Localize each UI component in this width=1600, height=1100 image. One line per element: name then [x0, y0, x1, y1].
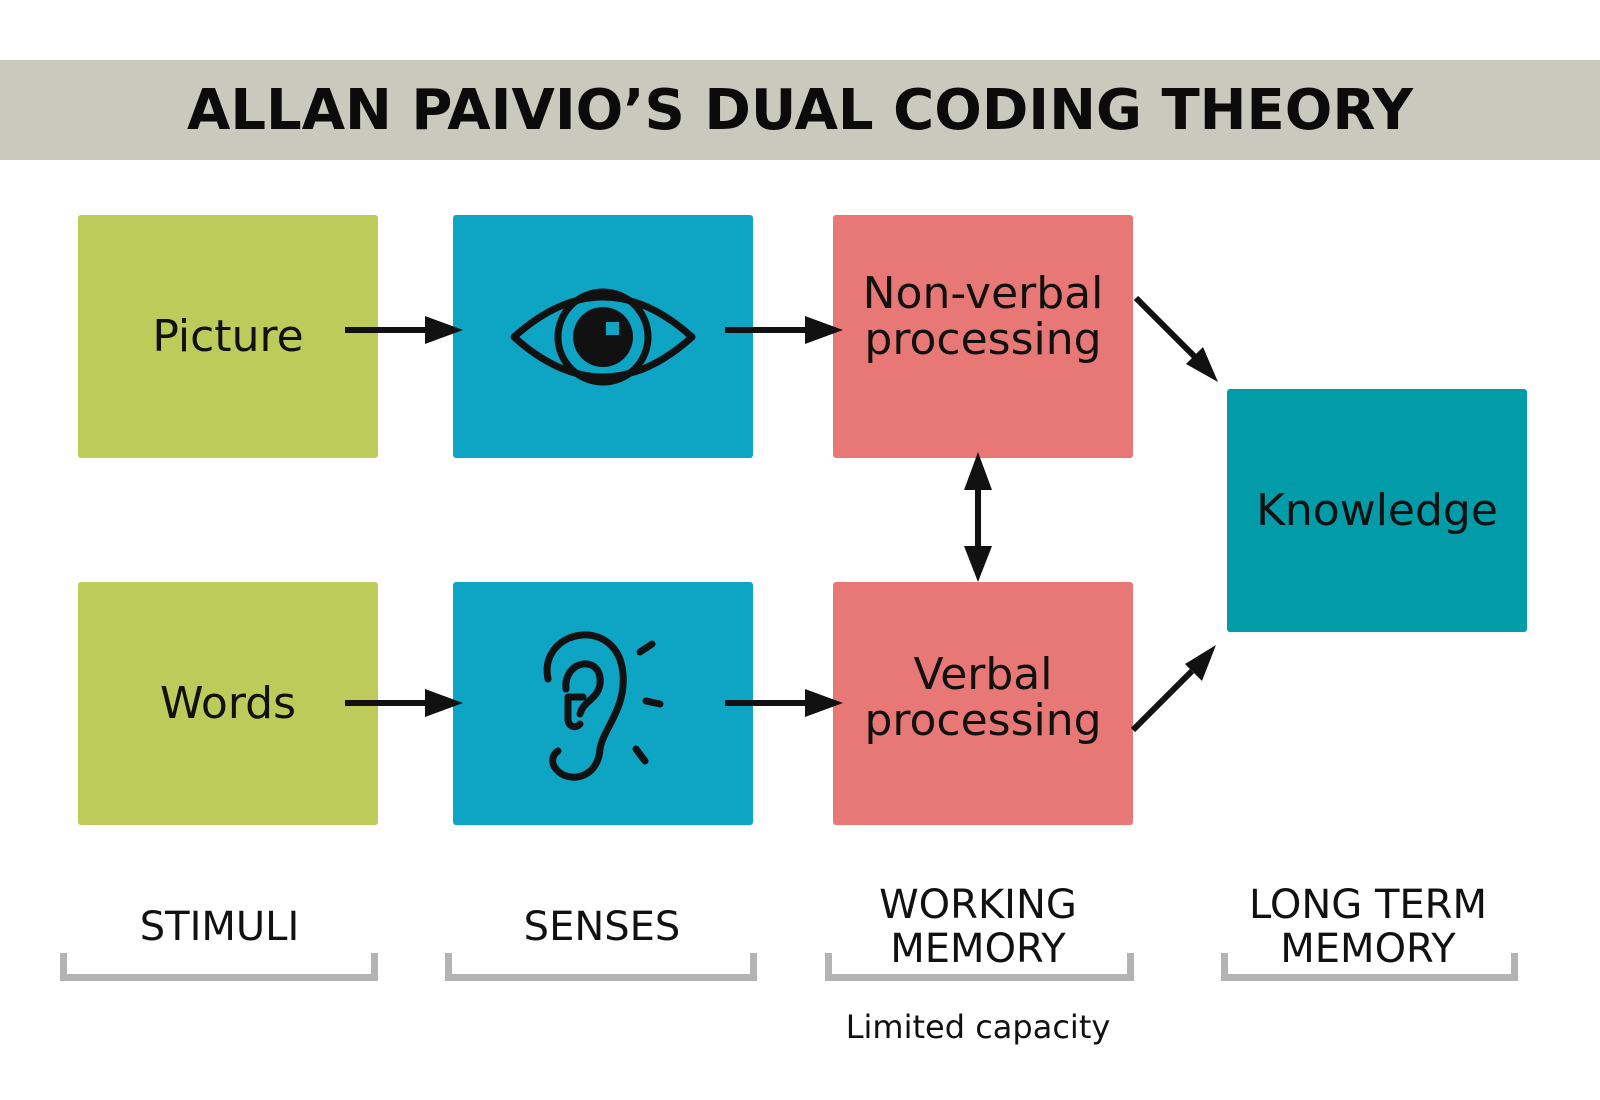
bracket-stimuli	[60, 953, 378, 981]
working-memory-line-2: MEMORY	[890, 926, 1066, 972]
stimulus-picture-label: Picture	[152, 310, 304, 362]
nonverbal-processing-label: Non-verbal processing	[863, 271, 1104, 363]
stimulus-words-label: Words	[159, 677, 297, 729]
diagram-title: ALLAN PAIVIO’S DUAL CODING THEORY	[186, 77, 1413, 143]
bracket-working-memory	[825, 953, 1134, 981]
sense-eye-box	[453, 215, 753, 458]
arrow-nonverbal-to-knowledge	[1133, 295, 1218, 382]
long-term-memory-line-2: MEMORY	[1280, 926, 1456, 972]
long-term-memory-line-1: LONG TERM	[1249, 882, 1487, 928]
arrow-verbal-to-knowledge	[1130, 645, 1216, 733]
verbal-processing-label: Verbal processing	[864, 652, 1101, 744]
verbal-line-2: processing	[864, 695, 1102, 746]
column-label-long-term-memory: LONG TERM MEMORY	[1218, 883, 1518, 971]
title-bar: ALLAN PAIVIO’S DUAL CODING THEORY	[0, 60, 1600, 160]
arrow-nonverbal-verbal-bidirectional	[964, 452, 992, 582]
nonverbal-line-2: processing	[864, 314, 1102, 365]
verbal-processing-box: Verbal processing	[833, 582, 1133, 825]
bracket-long-term-memory	[1221, 953, 1518, 981]
column-label-working-memory: WORKING MEMORY	[823, 883, 1133, 971]
ear-icon	[528, 619, 678, 789]
nonverbal-line-1: Non-verbal	[862, 268, 1104, 319]
column-label-stimuli: STIMULI	[139, 904, 300, 950]
knowledge-label: Knowledge	[1256, 484, 1498, 536]
stimulus-words-box: Words	[78, 582, 378, 825]
eye-icon	[508, 282, 698, 392]
stimulus-picture-box: Picture	[78, 215, 378, 458]
verbal-line-1: Verbal	[913, 649, 1053, 700]
limited-capacity-note: Limited capacity	[845, 1008, 1111, 1046]
bracket-senses	[445, 953, 757, 981]
nonverbal-processing-box: Non-verbal processing	[833, 215, 1133, 458]
knowledge-box: Knowledge	[1227, 389, 1527, 632]
working-memory-line-1: WORKING	[879, 882, 1077, 928]
column-label-senses: SENSES	[523, 904, 681, 950]
sense-ear-box	[453, 582, 753, 825]
